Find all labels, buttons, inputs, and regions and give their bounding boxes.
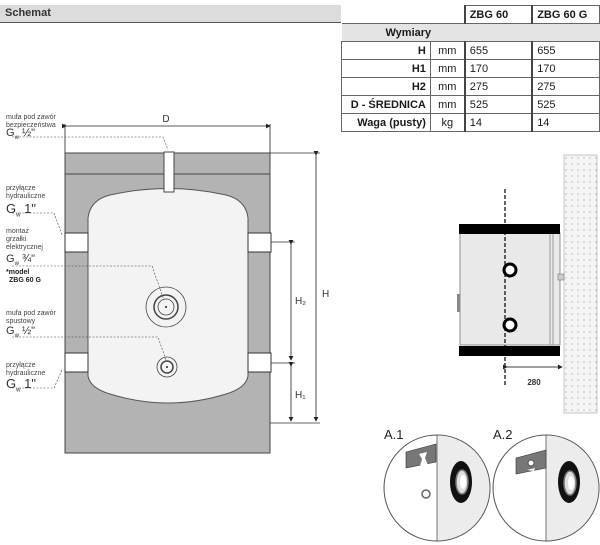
callout-model-note: *model ZBG 60 G: [6, 269, 41, 284]
row-value: 525: [463, 95, 533, 114]
callout-hydraulic-top: przyłącze hydrauliczne: [6, 185, 46, 200]
detail-a1-label: A.1: [384, 427, 404, 442]
callout-heater: montaż grzałki elektrycznej: [6, 228, 43, 251]
table-row: Waga (pusty) kg 14 14: [341, 113, 600, 132]
detail-a1: [383, 434, 491, 542]
dimension-d-label: D: [162, 114, 169, 125]
row-label: D - ŚREDNICA: [341, 95, 431, 114]
row-value: 14: [531, 113, 600, 132]
row-value: 14: [463, 113, 533, 132]
side-bottom-band: [459, 346, 560, 356]
wall-distance-label: 280: [527, 378, 541, 387]
row-unit: mm: [429, 77, 466, 96]
row-value: 170: [531, 59, 600, 78]
top-sleeve: [163, 151, 175, 193]
wall: [563, 154, 598, 414]
dimensions-table: ZBG 60 ZBG 60 G Wymiary H mm 655 655 H1 …: [341, 5, 600, 132]
connector-right-bottom: [247, 352, 272, 373]
row-label: Waga (pusty): [341, 113, 431, 132]
thread-safety-valve: Gw ½": [6, 127, 36, 142]
dimension-h2-label: H₂: [295, 296, 306, 307]
callout-hydraulic-bottom: przyłącze hydrauliczne: [6, 362, 46, 377]
group-label: Wymiary: [341, 23, 600, 42]
side-top-band: [459, 224, 560, 234]
heater-port: [145, 286, 187, 328]
thread-hydraulic-top: Gw 1": [6, 201, 36, 219]
detail-a2: [492, 434, 600, 542]
callout-drain-valve: mufa pod zawór spustowy: [6, 310, 56, 325]
connector-left-top: [64, 232, 89, 253]
row-value: 525: [531, 95, 600, 114]
detail-a2-label: A.2: [493, 427, 513, 442]
table-row: H mm 655 655: [341, 41, 600, 60]
row-unit: mm: [429, 95, 466, 114]
table-row: D - ŚREDNICA mm 525 525: [341, 95, 600, 114]
connector-right-top: [247, 232, 272, 253]
dimension-h1-label: H₁: [295, 390, 306, 401]
side-port-lower: [502, 317, 518, 333]
thread-drain-valve: Gw ½": [6, 325, 36, 340]
thread-hydraulic-bottom: Gw 1": [6, 376, 36, 394]
callout-safety-valve: mufa pod zawór bezpieczeństwa: [6, 114, 56, 129]
connector-left-bottom: [64, 352, 89, 373]
table-group-row: Wymiary: [341, 23, 600, 42]
side-port-upper: [502, 262, 518, 278]
section-title: Schemat: [5, 7, 51, 19]
section-header: Schemat: [0, 5, 341, 23]
leader-lines: [12, 136, 169, 389]
dimension-h-label: H: [322, 289, 329, 300]
table-row: H2 mm 275 275: [341, 77, 600, 96]
drain-port: [156, 356, 178, 378]
row-value: 655: [531, 41, 600, 60]
thread-heater: Gw ¾": [6, 253, 36, 268]
